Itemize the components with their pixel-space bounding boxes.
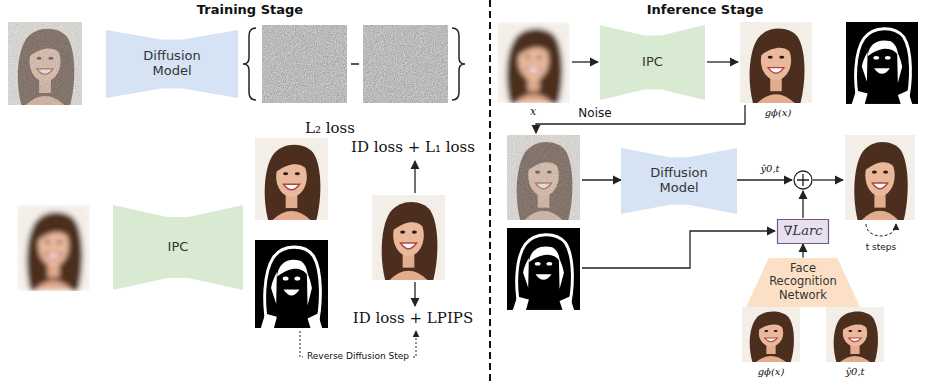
shape-fill [600, 25, 705, 100]
arrow [572, 61, 598, 62]
noisy-face-image [8, 22, 82, 105]
math-label: gϕ(x) [765, 107, 792, 118]
model-block: IPC [113, 205, 243, 290]
arrow [802, 191, 803, 218]
math-label: ŷ0,t [760, 163, 779, 174]
blurry-face-image [497, 22, 570, 103]
face-image [372, 195, 445, 280]
math-label: ŷ0,t [845, 366, 864, 377]
mask-image [846, 22, 918, 104]
node-label: Face Recognition Network [764, 262, 843, 302]
dash [351, 63, 359, 65]
noise-image [363, 25, 448, 103]
shape-fill [621, 148, 737, 214]
dotted-arrow [413, 331, 416, 357]
arrow-label: Noise [578, 107, 611, 120]
node-label: Diffusion Model [645, 166, 714, 196]
loss-label: ID loss + L₁ loss [351, 139, 475, 156]
loss-label: L₂ loss [305, 120, 355, 137]
sum-symbol [794, 171, 812, 189]
node-label: IPC [168, 240, 189, 255]
network-block: Face Recognition Network [746, 258, 860, 307]
arrow [707, 61, 738, 62]
gradient-box: ∇Larc [777, 219, 829, 244]
mask-image [507, 228, 580, 310]
noise-image [262, 25, 347, 103]
arrow [536, 105, 745, 133]
stage-heading: Inference Stage [647, 3, 764, 17]
face-image [742, 307, 800, 362]
model-block: IPC [600, 25, 705, 100]
node-label: IPC [642, 55, 663, 70]
math-label: gϕ(x) [758, 366, 785, 377]
shape-fill [113, 205, 243, 290]
model-block: Diffusion Model [106, 30, 238, 98]
shape-fill [746, 258, 860, 307]
loop-label: t steps [866, 243, 897, 253]
arrow [737, 179, 792, 180]
face-image [845, 135, 915, 220]
face-image [740, 22, 812, 103]
noisy-face-image [507, 135, 580, 220]
face-image [826, 307, 884, 362]
shape-fill [778, 220, 829, 244]
node-label: Diffusion Model [133, 49, 212, 79]
arrow-connector [802, 244, 803, 258]
arrow [414, 161, 415, 193]
shape-fill [106, 30, 238, 98]
step-label: Reverse Diffusion Step [307, 352, 409, 362]
mask-image [255, 240, 328, 328]
arrow [414, 282, 415, 306]
stage-heading: Training Stage [197, 3, 303, 17]
math-label: x [530, 106, 536, 118]
loop-arrow [866, 224, 896, 236]
arrow [813, 179, 843, 180]
face-image [255, 138, 328, 220]
model-block: Diffusion Model [621, 148, 737, 214]
brace [243, 28, 256, 100]
node-label: ∇Larc [784, 224, 823, 239]
arrow [582, 179, 621, 180]
loss-label: ID loss + LPIPS [353, 310, 473, 327]
brace [452, 28, 465, 100]
blurry-face-image [17, 205, 90, 290]
dotted-line [300, 331, 303, 357]
stage-divider [489, 0, 491, 381]
arrow [582, 231, 775, 268]
